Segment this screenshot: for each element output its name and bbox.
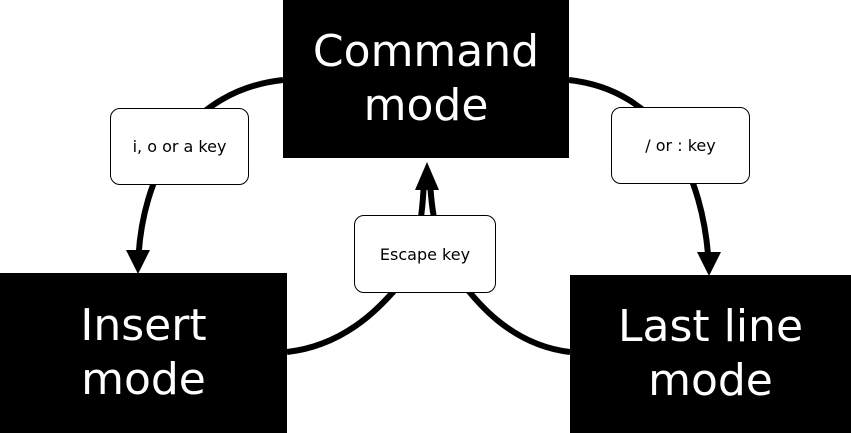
arrowhead-insert [126,250,150,274]
insert-mode-label: Insert mode [80,300,207,405]
command-mode-node: Command mode [283,0,569,158]
insert-mode-node: Insert mode [0,273,287,433]
insert-key-label: i, o or a key [110,108,249,185]
escape-key-label: Escape key [354,215,496,293]
last-line-key-label: / or : key [611,107,750,184]
arrowhead-command [415,162,439,190]
command-mode-label: Command mode [312,26,540,131]
last-line-mode-node: Last line mode [570,275,851,433]
arrowhead-last-line [697,252,721,276]
last-line-mode-label: Last line mode [617,301,804,406]
